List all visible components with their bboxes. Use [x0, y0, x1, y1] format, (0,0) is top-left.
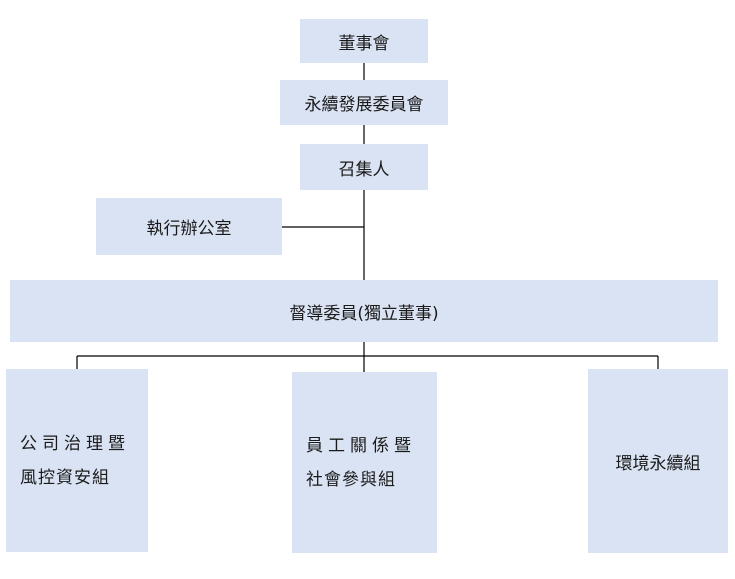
board-label: 董事會	[338, 33, 390, 54]
governance-group-line1: 公司治理暨	[20, 433, 130, 454]
supervisor-box: 督導委員(獨立董事)	[10, 280, 718, 342]
committee-box: 永續發展委員會	[280, 80, 448, 125]
environment-group-label: 環境永續組	[615, 453, 701, 474]
committee-label: 永續發展委員會	[304, 95, 424, 115]
executive-office-box: 執行辦公室	[96, 198, 282, 255]
convener-label: 召集人	[338, 159, 390, 180]
executive-office-label: 執行辦公室	[146, 219, 232, 239]
convener-box: 召集人	[300, 144, 428, 190]
employee-group-box: 員工關係暨 社會參與組	[292, 372, 437, 553]
environment-group-box: 環境永續組	[588, 369, 728, 553]
governance-group-line2: 風控資安組	[20, 467, 110, 488]
governance-group-box: 公司治理暨 風控資安組	[6, 369, 148, 552]
employee-group-line2: 社會參與組	[306, 469, 396, 490]
board-box: 董事會	[300, 19, 428, 63]
supervisor-label: 督導委員(獨立董事)	[289, 303, 439, 324]
employee-group-line1: 員工關係暨	[306, 435, 416, 456]
